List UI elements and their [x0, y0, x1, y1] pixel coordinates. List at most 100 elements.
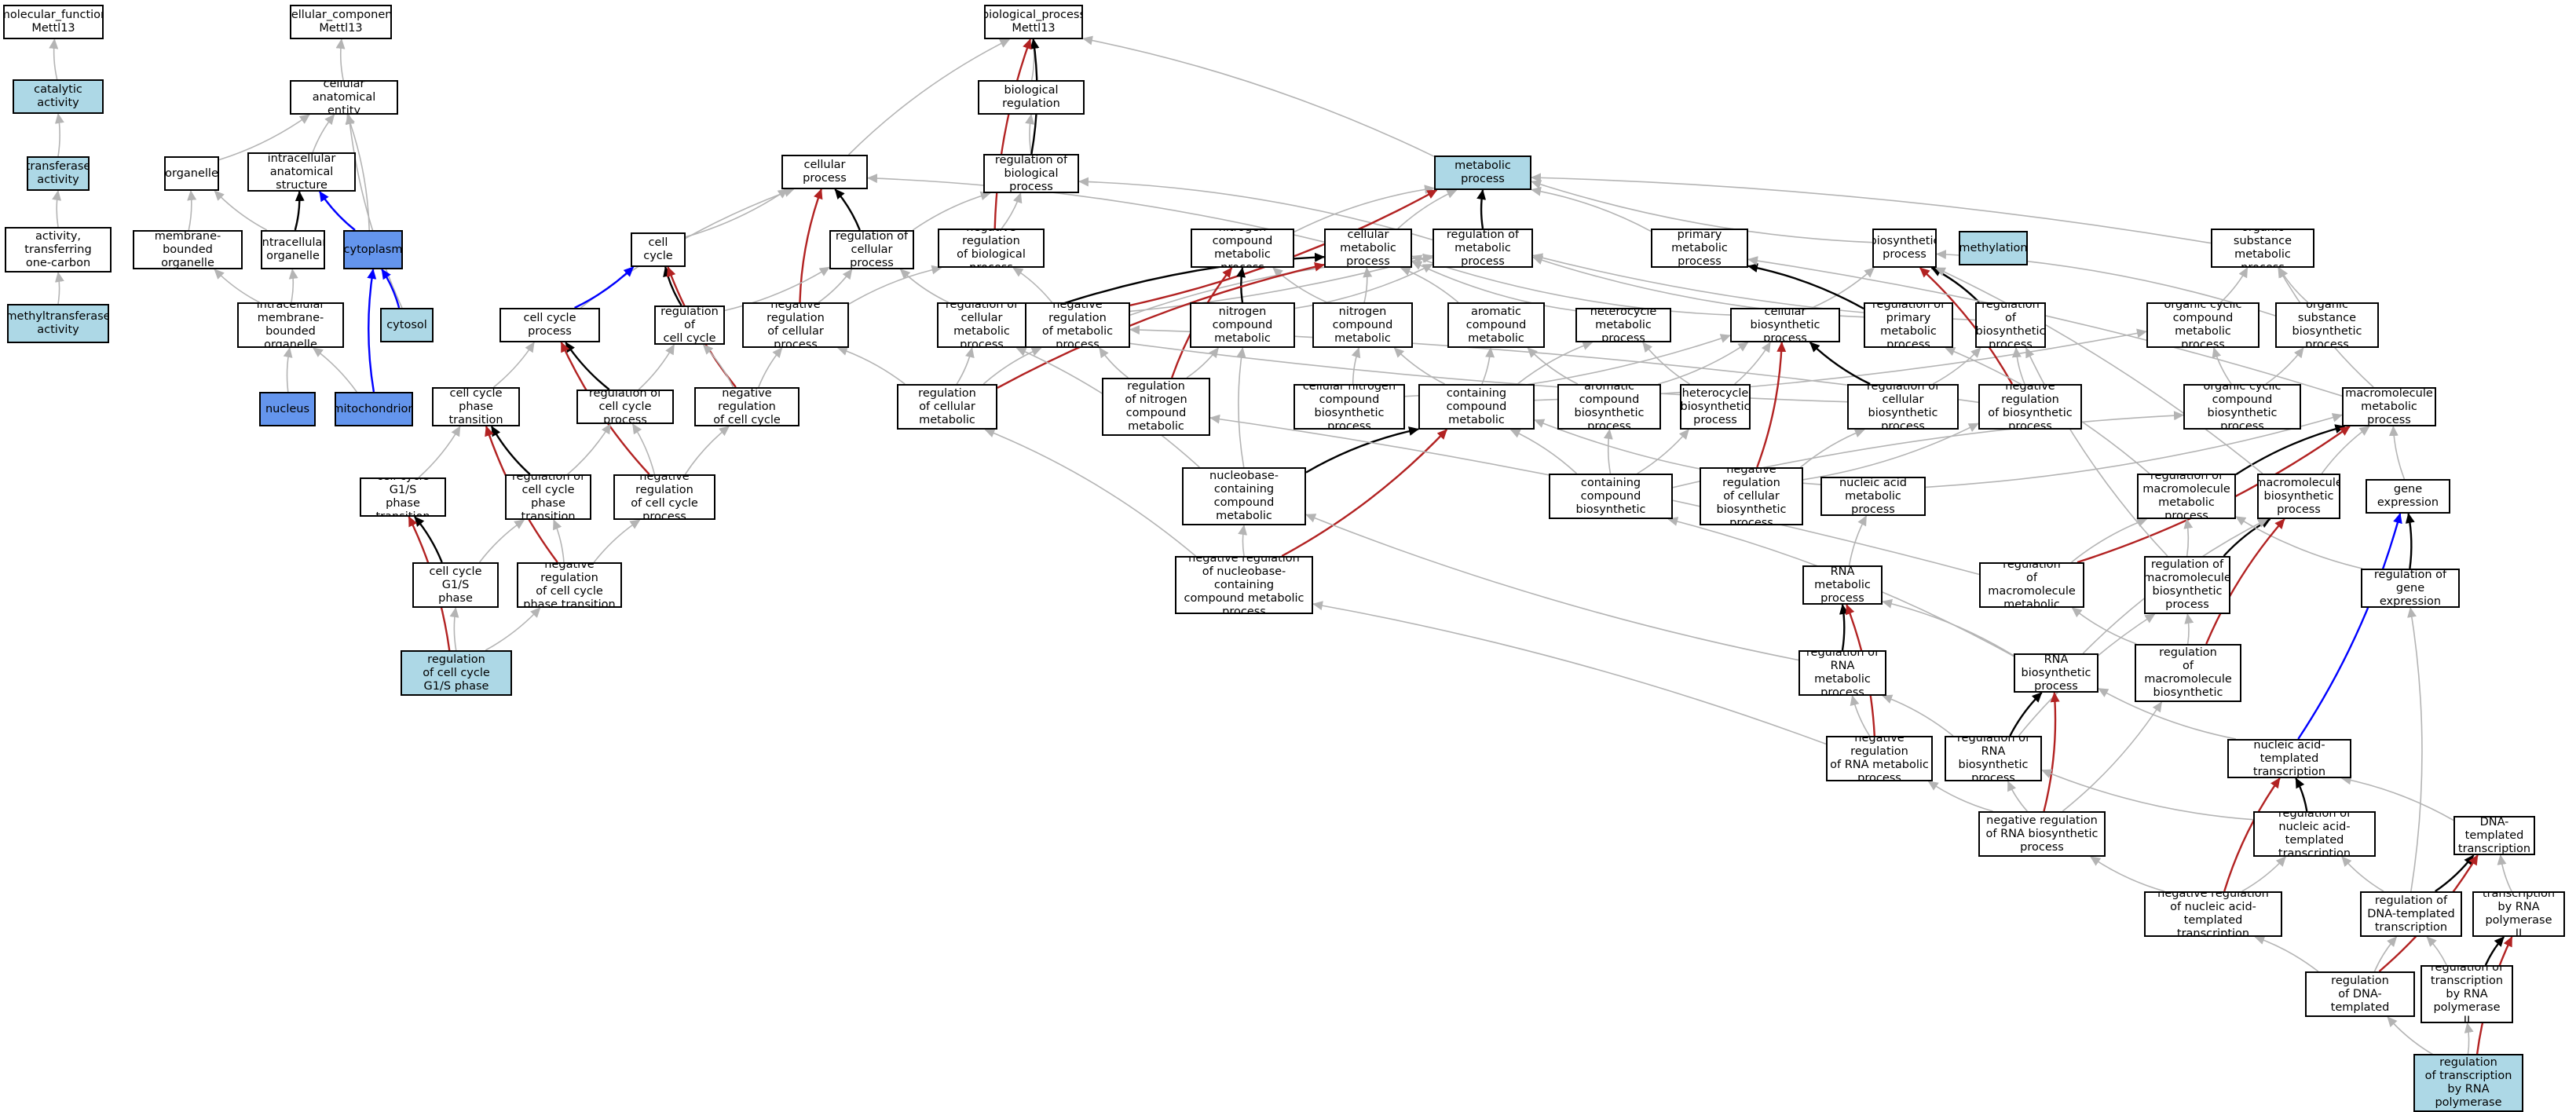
go-term-rmmp[interactable]: regulation of macromolecule metabolic pr… — [2137, 474, 2236, 519]
go-term-rcbp[interactable]: regulation of cellular biosynthetic proc… — [1847, 384, 1959, 430]
go-term-nrmp[interactable]: negative regulation of metabolic process — [1025, 302, 1130, 348]
go-term-nrtrp2[interactable]: negative regulation of transcription by … — [2413, 1054, 2523, 1112]
go-term-rrnabp[interactable]: regulation of RNA biosynthetic process — [1945, 736, 2042, 781]
go-term-ta[interactable]: transferase activity — [27, 156, 90, 191]
go-term-nrbsp[interactable]: negative regulation of biosynthetic proc… — [1978, 384, 2082, 430]
go-term-cae[interactable]: cellular anatomical entity — [290, 80, 398, 115]
go-term-nrrnamp[interactable]: negative regulation of RNA metabolic pro… — [1826, 736, 1933, 781]
go-term-rccp[interactable]: regulation of cell cycle process — [576, 390, 674, 424]
go-term-ccp[interactable]: cell cycle process — [499, 308, 600, 342]
go-term-nuc[interactable]: nucleus — [259, 392, 316, 426]
go-term-mp[interactable]: metabolic process — [1434, 155, 1531, 190]
go-term-occmp[interactable]: organic cyclic compound metabolic proces… — [2146, 302, 2259, 348]
go-term-nrcmp[interactable]: negative regulation of cellular metaboli… — [897, 384, 997, 430]
go-term-rbsp[interactable]: regulation of biosynthetic process — [1975, 302, 2046, 348]
go-term-nrmbp[interactable]: negative regulation of macromolecule bio… — [2135, 644, 2241, 702]
go-term-nrrnabp[interactable]: negative regulation of RNA biosynthetic … — [1978, 811, 2106, 857]
go-term-nrccp[interactable]: negative regulation of cell cycle proces… — [613, 474, 715, 520]
edge-mmp-to-pmp — [1747, 256, 2343, 397]
edge-ccp-to-cp — [580, 188, 795, 309]
go-term-trp2[interactable]: transcription by RNA polymerase II — [2472, 891, 2565, 937]
go-term-meth[interactable]: methylation — [1959, 231, 2028, 265]
go-term-rcmp[interactable]: regulation of cellular metabolic process — [937, 302, 1026, 348]
go-term-rdtt[interactable]: regulation of DNA-templated transcriptio… — [2360, 891, 2462, 937]
go-term-nrbp[interactable]: negative regulation of biological proces… — [938, 229, 1045, 268]
go-term-nrccpt[interactable]: negative regulation of cell cycle phase … — [517, 562, 622, 608]
go-term-ccpt[interactable]: cell cycle phase transition — [432, 387, 520, 426]
go-term-namp[interactable]: nucleic acid metabolic process — [1820, 477, 1926, 516]
go-term-nrcp[interactable]: negative regulation of cellular process — [742, 302, 849, 348]
go-term-g1s[interactable]: cell cycle G1/S phase transition — [360, 477, 446, 517]
go-term-rnabp[interactable]: RNA biosynthetic process — [2014, 653, 2098, 693]
go-term-rtrp2[interactable]: regulation of transcription by RNA polym… — [2420, 965, 2513, 1023]
go-term-mbo[interactable]: membrane-bounded organelle — [133, 230, 243, 269]
go-term-cyto[interactable]: cytosol — [380, 308, 434, 342]
go-term-imbo[interactable]: intracellular membrane-bounded organelle — [237, 302, 344, 348]
go-term-ge[interactable]: gene expression — [2366, 479, 2450, 514]
go-term-nbcbp[interactable]: nucleobase-containing compound biosynthe… — [1549, 474, 1673, 519]
go-term-occbp[interactable]: organic cyclic compound biosynthetic pro… — [2183, 384, 2301, 430]
edge-nrnbcmp-to-nrcmp — [984, 428, 1196, 557]
go-term-breg[interactable]: biological regulation — [978, 80, 1085, 115]
edge-rnamp-to-namp — [1848, 515, 1868, 566]
go-term-nrcc[interactable]: negative regulation of cell cycle — [694, 387, 800, 426]
go-term-hmp[interactable]: heterocycle metabolic process — [1575, 308, 1671, 342]
go-term-rg1s[interactable]: regulation of cell cycle G1/S phase tran… — [412, 562, 499, 608]
go-term-acbp[interactable]: aromatic compound biosynthetic process — [1557, 384, 1661, 430]
go-term-cyt[interactable]: cytoplasm — [343, 230, 403, 269]
go-term-org[interactable]: organelle — [164, 156, 219, 191]
go-term-rcp[interactable]: regulation of cellular process — [829, 230, 914, 269]
go-term-rnatt[interactable]: regulation of nucleic acid-templated tra… — [2253, 811, 2376, 857]
go-term-nrnbcmp[interactable]: negative regulation of nucleobase-contai… — [1175, 556, 1313, 614]
go-term-rncmp[interactable]: regulation of nitrogen compound metaboli… — [1190, 302, 1295, 348]
go-term-rmbp[interactable]: regulation of macromolecule biosynthetic… — [2144, 556, 2230, 614]
go-term-rnamp[interactable]: RNA metabolic process — [1802, 565, 1883, 605]
edge-rpmp-to-pmp — [1747, 263, 1864, 310]
go-term-hbp[interactable]: heterocycle biosynthetic process — [1680, 384, 1751, 430]
go-term-osmp[interactable]: organic substance metabolic process — [2211, 229, 2314, 268]
go-term-nrg1s[interactable]: negative regulation of cell cycle G1/S p… — [401, 650, 512, 696]
go-term-mbp[interactable]: macromolecule biosynthetic process — [2257, 474, 2340, 519]
go-term-nrnatt[interactable]: negative regulation of nucleic acid-temp… — [2144, 891, 2282, 937]
go-term-natt[interactable]: nucleic acid-templated transcription — [2227, 739, 2351, 778]
go-term-dtt[interactable]: DNA-templated transcription — [2453, 816, 2535, 855]
go-term-ccy[interactable]: cell cycle — [631, 232, 686, 267]
edge-rmbp-to-rmmp — [2183, 518, 2194, 557]
go-term-mmp[interactable]: macromolecule metabolic process — [2342, 387, 2436, 426]
go-term-nrncmp[interactable]: negative regulation of nitrogen compound… — [1102, 378, 1210, 436]
go-term-ncmp[interactable]: nitrogen compound metabolic process — [1191, 229, 1294, 268]
go-term-tac[interactable]: transferase activity, transferring one-c… — [5, 227, 112, 273]
edge-ccpt-to-ccp — [493, 342, 535, 388]
go-term-mf[interactable]: molecular_function Mettl13 — [3, 5, 104, 39]
go-term-bsp[interactable]: biosynthetic process — [1872, 229, 1937, 268]
go-term-cbp[interactable]: cellular biosynthetic process — [1730, 308, 1840, 342]
go-term-rccpt[interactable]: regulation of cell cycle phase transitio… — [505, 474, 591, 520]
go-term-ca[interactable]: catalytic activity — [13, 79, 104, 114]
edge-cmp-to-mp — [1397, 189, 1458, 229]
go-term-nrmmp[interactable]: negative regulation of macromolecule met… — [1979, 562, 2084, 608]
go-term-mito[interactable]: mitochondrion — [335, 392, 413, 426]
go-term-cncbp[interactable]: cellular nitrogen compound biosynthetic … — [1293, 384, 1405, 430]
edge-bsp-to-mp — [1531, 180, 1873, 243]
go-term-io[interactable]: intracellular organelle — [261, 230, 325, 269]
go-term-rbp[interactable]: regulation of biological process — [983, 154, 1079, 193]
go-term-mta[interactable]: methyltransferase activity — [7, 304, 109, 343]
go-term-cc[interactable]: cellular_component Mettl13 — [290, 5, 392, 39]
go-term-nrdtt[interactable]: negative regulation of DNA-templated tra… — [2305, 971, 2415, 1017]
go-term-nrcbp[interactable]: negative regulation of cellular biosynth… — [1700, 467, 1803, 525]
go-term-cmp[interactable]: cellular metabolic process — [1324, 229, 1412, 268]
go-term-acmp[interactable]: cellular aromatic compound metabolic pro… — [1447, 302, 1545, 348]
go-term-rmp[interactable]: regulation of metabolic process — [1433, 229, 1533, 268]
go-term-rge[interactable]: regulation of gene expression — [2361, 569, 2460, 608]
go-term-cncmp[interactable]: cellular nitrogen compound metabolic pro… — [1312, 302, 1413, 348]
go-term-rcc[interactable]: regulation of cell cycle — [654, 305, 725, 345]
go-term-ias[interactable]: intracellular anatomical structure — [247, 152, 356, 192]
go-term-osbp[interactable]: organic substance biosynthetic process — [2275, 302, 2379, 348]
go-term-rpmp[interactable]: regulation of primary metabolic process — [1864, 302, 1953, 348]
go-term-rnbcmp[interactable]: regulation of nucleobase-containing comp… — [1182, 467, 1306, 525]
go-term-bp[interactable]: biological_process Mettl13 — [984, 5, 1083, 39]
go-term-cp[interactable]: cellular process — [781, 155, 868, 189]
go-term-pmp[interactable]: primary metabolic process — [1651, 229, 1748, 268]
go-term-rrnamp[interactable]: regulation of RNA metabolic process — [1798, 650, 1886, 696]
go-term-nbcmp[interactable]: nucleobase-containing compound metabolic… — [1418, 384, 1535, 430]
